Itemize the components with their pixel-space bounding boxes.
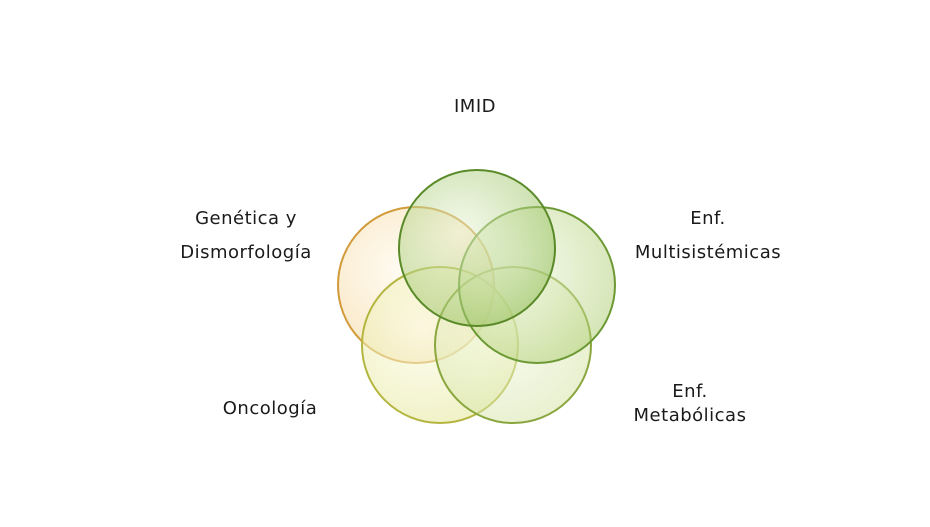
label-multisistemicas: Enf. Multisistémicas <box>610 202 806 270</box>
circle-imid <box>398 169 556 327</box>
label-genetica: Genética y Dismorfología <box>160 202 332 270</box>
label-multisistemicas-line2: Multisistémicas <box>634 242 782 263</box>
label-imid-line1: IMID <box>453 96 496 117</box>
label-imid: IMID <box>420 90 530 124</box>
label-genetica-line1: Genética y <box>195 208 297 229</box>
label-oncologia-line1: Oncología <box>222 398 318 419</box>
label-metabolicas-line1: Enf. <box>672 381 708 402</box>
label-multisistemicas-line1: Enf. <box>690 208 726 229</box>
label-metabolicas-line2: Metabólicas <box>633 405 747 426</box>
label-genetica-line2: Dismorfología <box>180 242 312 263</box>
label-metabolicas: Enf. Metabólicas <box>600 380 780 428</box>
label-oncologia: Oncología <box>200 392 340 426</box>
